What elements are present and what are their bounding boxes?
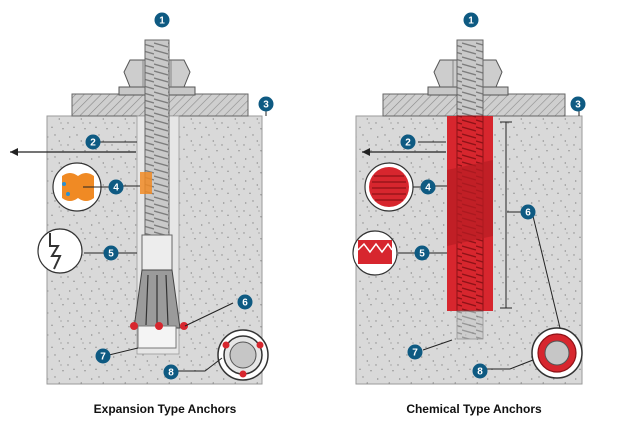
callout-marker-label: 4 <box>113 183 119 194</box>
callout-marker-2: 2 <box>85 134 101 150</box>
callout-marker-circle <box>520 204 536 220</box>
callout-marker-8: 8 <box>163 364 179 380</box>
callout-marker-circle <box>420 179 436 195</box>
callout-marker-label: 6 <box>242 298 248 309</box>
callout-marker-label: 3 <box>263 100 269 111</box>
callout-marker-circle <box>463 12 479 28</box>
callout-marker-label: 4 <box>425 183 431 194</box>
load-arrow <box>10 148 18 156</box>
expansion-anchor-panel <box>10 39 269 385</box>
detail-circle-section <box>217 329 269 381</box>
callout-marker-2: 2 <box>400 134 416 150</box>
leader-lines <box>398 106 580 370</box>
callout-marker-4: 4 <box>108 179 124 195</box>
callout-marker-circle <box>407 344 423 360</box>
callout-marker-6: 6 <box>520 204 536 220</box>
callout-marker-7: 7 <box>407 344 423 360</box>
friction-zone <box>140 172 152 194</box>
callout-marker-label: 7 <box>412 348 418 359</box>
callout-marker-label: 1 <box>159 16 165 27</box>
callout-marker-circle <box>570 96 586 112</box>
callout-marker-8: 8 <box>472 363 488 379</box>
callout-marker-7: 7 <box>95 348 111 364</box>
callout-marker-circle <box>85 134 101 150</box>
sleeve <box>141 234 173 271</box>
callout-marker-5: 5 <box>103 245 119 261</box>
callout-marker-circle <box>400 134 416 150</box>
callout-marker-1: 1 <box>463 12 479 28</box>
callout-marker-label: 1 <box>468 16 474 27</box>
expansion-contact-point <box>180 322 188 330</box>
callout-marker-label: 5 <box>108 249 114 260</box>
callout-marker-label: 8 <box>168 368 174 379</box>
callout-marker-5: 5 <box>414 245 430 261</box>
leader-lines <box>83 106 267 372</box>
callout-marker-6: 6 <box>237 294 253 310</box>
expansion-contact-point <box>155 322 163 330</box>
threaded-rod-tip <box>456 310 484 340</box>
callout-marker-3: 3 <box>258 96 274 112</box>
callout-marker-1: 1 <box>154 12 170 28</box>
chemical-anchor-panel <box>352 39 583 385</box>
callout-marker-circle <box>258 96 274 112</box>
detail-circle-bond <box>364 162 414 212</box>
detail-circle-friction <box>52 162 102 212</box>
threaded-rod <box>144 39 170 236</box>
numbered-markers: 1 2 3 4 5 6 7 8 1 2 3 4 5 6 7 8 <box>85 12 586 380</box>
callout-marker-circle <box>108 179 124 195</box>
expansion-anchors-caption: Expansion Type Anchors <box>93 402 237 416</box>
callout-marker-4: 4 <box>420 179 436 195</box>
callout-marker-label: 8 <box>477 367 483 378</box>
detail-circle-crack <box>37 228 83 274</box>
threaded-rod <box>456 39 484 117</box>
callout-marker-circle <box>95 348 111 364</box>
callout-marker-label: 7 <box>100 352 106 363</box>
detail-circle-crack <box>352 230 398 276</box>
callout-marker-label: 2 <box>405 138 411 149</box>
callout-marker-circle <box>103 245 119 261</box>
load-arrow <box>362 148 370 156</box>
callout-marker-label: 5 <box>419 249 425 260</box>
callout-marker-label: 2 <box>90 138 96 149</box>
callout-marker-3: 3 <box>570 96 586 112</box>
bond-zone <box>447 160 493 246</box>
callout-marker-label: 3 <box>575 100 581 111</box>
detail-circle-section <box>531 327 583 379</box>
callout-marker-label: 6 <box>525 208 531 219</box>
callout-marker-circle <box>154 12 170 28</box>
expansion-contact-point <box>130 322 138 330</box>
chemical-anchors-caption: Chemical Type Anchors <box>406 402 542 416</box>
callout-marker-circle <box>237 294 253 310</box>
callout-marker-circle <box>414 245 430 261</box>
callout-marker-circle <box>472 363 488 379</box>
callout-marker-circle <box>163 364 179 380</box>
